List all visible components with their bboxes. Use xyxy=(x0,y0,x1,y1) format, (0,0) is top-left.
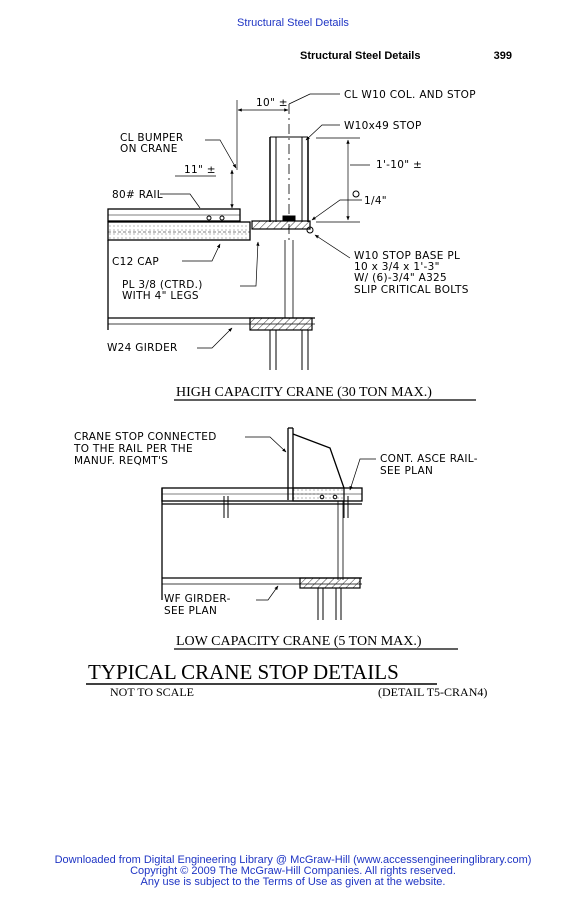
rail-label-2: SEE PLAN xyxy=(380,465,433,477)
scale-note: NOT TO SCALE xyxy=(110,685,194,699)
cap-label: C12 CAP xyxy=(112,256,159,268)
high-capacity-title: HIGH CAPACITY CRANE (30 TON MAX.) xyxy=(176,385,432,400)
dim-11-label: 11" ± xyxy=(184,164,216,176)
w10x49-label: W10x49 STOP xyxy=(344,120,422,132)
rail-label: 80# RAIL xyxy=(112,189,163,201)
pl-label-2: WITH 4" LEGS xyxy=(122,290,199,302)
stop-label-3: MANUF. REQMT'S xyxy=(74,455,168,467)
running-title: Structural Steel Details xyxy=(300,50,421,62)
rail-label-1: CONT. ASCE RAIL- xyxy=(380,453,478,465)
bumper-label-1: CL BUMPER xyxy=(120,132,183,144)
bumper-label-2: ON CRANE xyxy=(120,143,178,155)
dim-1-10-label: 1'-10" ± xyxy=(376,159,422,171)
low-capacity-callouts: CRANE STOP CONNECTED TO THE RAIL PER THE… xyxy=(73,431,478,617)
high-capacity-callouts: 10" ± CL W10 COL. AND STOP CL BUMPER ON … xyxy=(107,89,476,354)
page-number: 399 xyxy=(493,50,512,62)
wf-girder xyxy=(161,488,362,620)
w24-girder xyxy=(107,226,315,370)
stop-base-plate xyxy=(251,220,311,230)
girder-label: W24 GIRDER xyxy=(107,342,178,354)
sheet-title: TYPICAL CRANE STOP DETAILS xyxy=(88,660,399,684)
detail-reference: (DETAIL T5-CRAN4) xyxy=(378,685,487,699)
pl-label-1: PL 3/8 (CTRD.) xyxy=(122,279,203,291)
cont-asce-rail xyxy=(161,487,363,580)
base-plate-label-3: W/ (6)-3/4" A325 xyxy=(354,272,447,284)
wf-label-2: SEE PLAN xyxy=(164,605,217,617)
base-plate-label-4: SLIP CRITICAL BOLTS xyxy=(354,284,469,296)
quarter-inch-label: 1/4" xyxy=(364,195,387,207)
rail-and-cap xyxy=(107,208,251,241)
base-plate-label-1: W10 STOP BASE PL xyxy=(354,250,460,262)
low-capacity-title: LOW CAPACITY CRANE (5 TON MAX.) xyxy=(176,634,422,649)
footer-line-3: Any use is subject to the Terms of Use a… xyxy=(140,876,446,888)
footer-line-1: Downloaded from Digital Engineering Libr… xyxy=(54,854,532,866)
running-head: Structural Steel Details 399 xyxy=(300,50,512,62)
wf-label-1: WF GIRDER- xyxy=(164,593,231,605)
footer: Downloaded from Digital Engineering Libr… xyxy=(0,855,586,888)
stop-label-1: CRANE STOP CONNECTED xyxy=(74,431,217,443)
stop-label-2: TO THE RAIL PER THE xyxy=(73,443,193,455)
col-stop-label: CL W10 COL. AND STOP xyxy=(344,89,476,101)
dim-10-label: 10" ± xyxy=(256,97,288,109)
base-plate-label-2: 10 x 3/4 x 1'-3" xyxy=(354,261,440,273)
high-capacity-detail xyxy=(107,93,476,401)
w10-stop-column xyxy=(269,104,309,240)
low-capacity-detail xyxy=(161,427,458,650)
book-title: Structural Steel Details xyxy=(237,17,349,29)
crane-stop-bracket xyxy=(287,427,345,502)
footer-line-2: Copyright © 2009 The McGraw-Hill Compani… xyxy=(130,865,456,877)
